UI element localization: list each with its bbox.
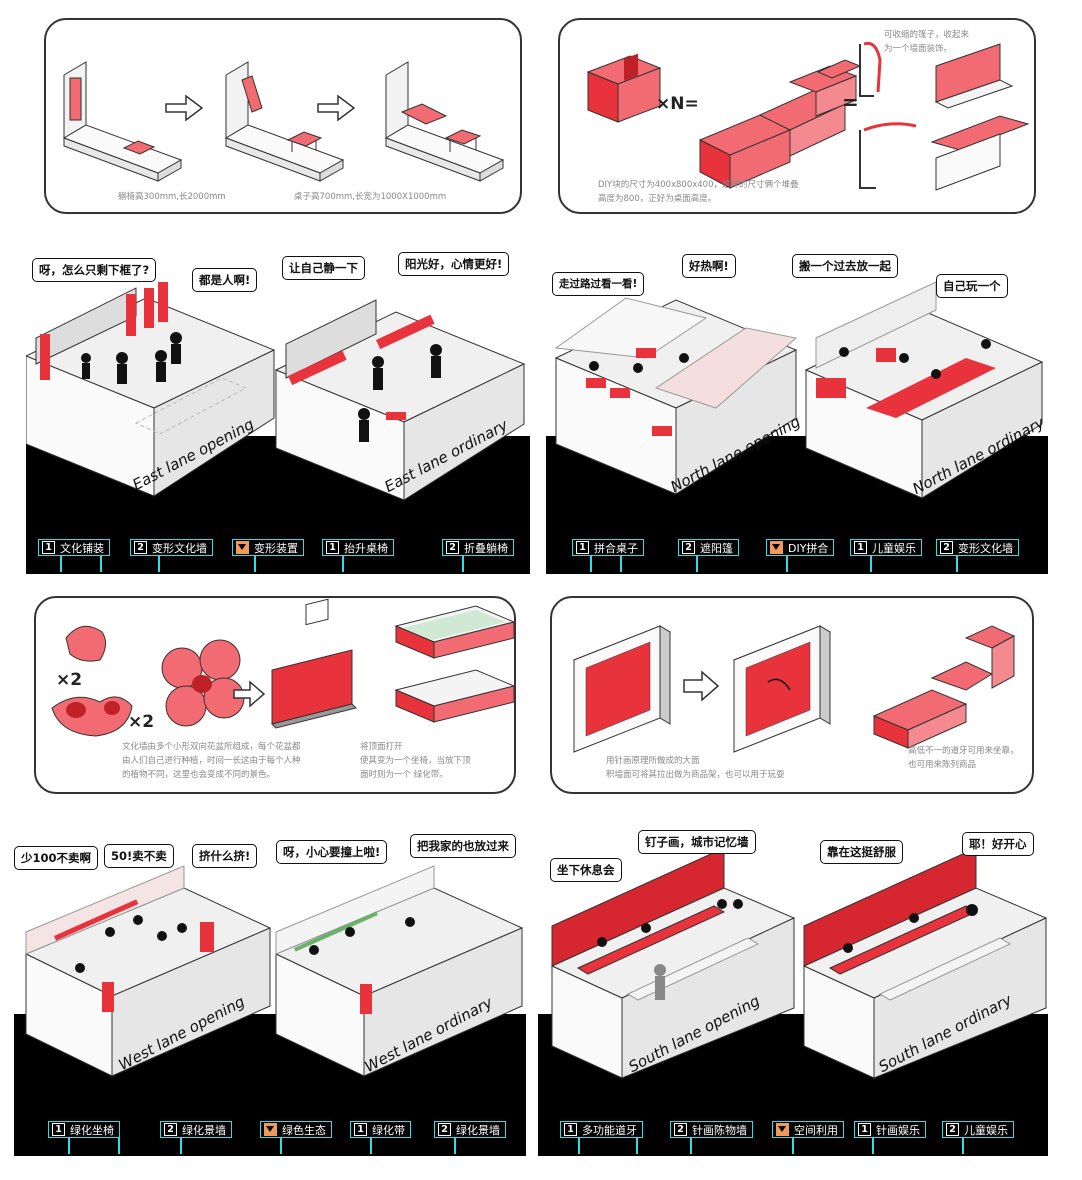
equals-operator: =	[842, 90, 859, 114]
planter-bench-note: 将顶面打开 使其变为一个坐椅，当放下顶 面时则为一个 绿化带。	[360, 742, 471, 780]
culture-wall-illustration	[51, 598, 516, 737]
speech-bubble: 坐下休息会	[550, 858, 622, 882]
legend-chip: 绿色生态	[260, 1121, 332, 1138]
speech-bubble: 少100不卖啊	[14, 846, 99, 870]
lounge-chair-dimension-note: 躺椅高300mm,长2000mm	[118, 192, 226, 202]
arrow-right-icon	[317, 94, 356, 122]
pin-art-illustration	[572, 625, 1016, 753]
multiply-n-operator: ×N=	[656, 94, 699, 114]
canopy-wall-graphic	[859, 41, 1030, 191]
triangle-marker-icon	[776, 1123, 789, 1136]
brick-wall-graphic	[271, 598, 357, 729]
stepped-curb-graphic	[872, 625, 1016, 749]
speech-bubble: 让自己静一下	[282, 256, 365, 280]
table-dimension-note: 桌子高700mm,长宽为1000X1000mm	[294, 192, 447, 202]
scene-east-lane: 呀，怎么只剩下框了? 都是人啊! 让自己静一下 阳光好，心情更好! East l…	[26, 238, 530, 574]
curb-note: 高低不一的道牙可用来坐靠， 也可用来陈列商品	[908, 746, 1019, 770]
pot-cluster-graphic	[161, 639, 245, 727]
card-convertible-furniture: 躺椅高300mm,长2000mm 桌子高700mm,长宽为1000X1000mm	[44, 18, 522, 214]
arrow-right-icon	[683, 670, 720, 702]
speech-bubble: 耶！好开心	[962, 832, 1034, 856]
stage-1-graphic	[62, 61, 183, 182]
triangle-marker-icon	[770, 541, 783, 554]
culture-wall-note: 文化墙由多个小形双向花盆所组成，每个花盆都 由人们自己进行种植，时间一长这由于每…	[122, 742, 301, 780]
scene-west-lane: 少100不卖啊 50!卖不卖 挤什么挤! 呀，小心要撞上啦! 把我家的也放过来 …	[14, 818, 526, 1156]
scene-south-lane: 坐下休息会 钉子画，城市记忆墙 靠在这挺舒服 耶！好开心 South lane …	[538, 818, 1048, 1156]
multiplier-label: ×2	[128, 712, 155, 732]
canopy-note: 可收缩的篷子，收起来 为一个墙面装饰。	[884, 30, 970, 54]
planter-bench-graphic	[394, 605, 516, 723]
west-lane-illustration	[24, 865, 524, 1077]
diy-block-illustration	[586, 41, 1030, 191]
north-lane-illustration	[554, 281, 1044, 499]
single-pot-graphic	[51, 625, 133, 737]
pin-art-wall-note: 用针画原理所做成的大面 积墙面可将其拉出做为商品架，也可以用于玩耍	[606, 756, 785, 780]
speech-bubble: 把我家的也放过来	[410, 834, 516, 858]
south-lane-illustration	[550, 847, 1048, 1079]
card-pin-art-wall: 用针画原理所做成的大面 积墙面可将其拉出做为商品架，也可以用于玩耍 高低不一的道…	[550, 596, 1034, 794]
card-culture-wall: ×2 ×2 文化墙由多个小形双向花盆所组成，每个花盆都 由人们自己进行种植，时间…	[34, 596, 516, 794]
scene-north-lane: 走过路过看一看! 好热啊! 搬一个过去放一起 自己玩一个 North lane …	[546, 238, 1048, 574]
speech-bubble: 呀，怎么只剩下框了?	[32, 258, 157, 282]
speech-bubble: 呀，小心要撞上啦!	[276, 840, 388, 864]
speech-bubble: 靠在这挺舒服	[820, 840, 903, 864]
stacked-blocks-graphic	[698, 59, 862, 189]
triangle-marker-icon	[236, 541, 249, 554]
legend-chip: DIY拼合	[766, 539, 835, 556]
speech-bubble: 自己玩一个	[936, 274, 1008, 298]
diy-block-graphic	[586, 53, 662, 123]
arrow-right-icon	[233, 680, 266, 708]
legend-chip: 变形装置	[232, 539, 304, 556]
east-lane-illustration	[26, 282, 526, 501]
speech-bubble: 走过路过看一看!	[552, 272, 645, 296]
card-diy-blocks: ×N= = 可收缩的篷子，收起来 为一个墙面装饰。 DIY块的尺寸为400x80…	[558, 18, 1036, 214]
hex-wall-pulled-graphic	[732, 625, 832, 753]
triangle-marker-icon	[264, 1123, 277, 1136]
furniture-transform-illustration	[62, 61, 505, 182]
stage-3-graphic	[384, 61, 505, 182]
speech-bubble: 阳光好，心情更好!	[398, 252, 510, 276]
speech-bubble: 都是人啊!	[192, 268, 258, 292]
legend-chip: 空间利用	[772, 1121, 844, 1138]
stage-2-graphic	[224, 61, 345, 182]
diy-block-size-note: DIY块的尺寸为400x800x400，这样的尺寸俩个堆叠 高度为800，正好为…	[598, 180, 799, 204]
speech-bubble: 搬一个过去放一起	[792, 254, 898, 278]
speech-bubble: 挤什么挤!	[192, 844, 258, 868]
multiplier-label: ×2	[56, 670, 83, 690]
hex-wall-graphic	[572, 625, 672, 753]
arrow-right-icon	[165, 94, 204, 122]
speech-bubble: 好热啊!	[682, 254, 736, 278]
speech-bubble: 钉子画，城市记忆墙	[638, 830, 756, 854]
speech-bubble: 50!卖不卖	[104, 844, 174, 868]
